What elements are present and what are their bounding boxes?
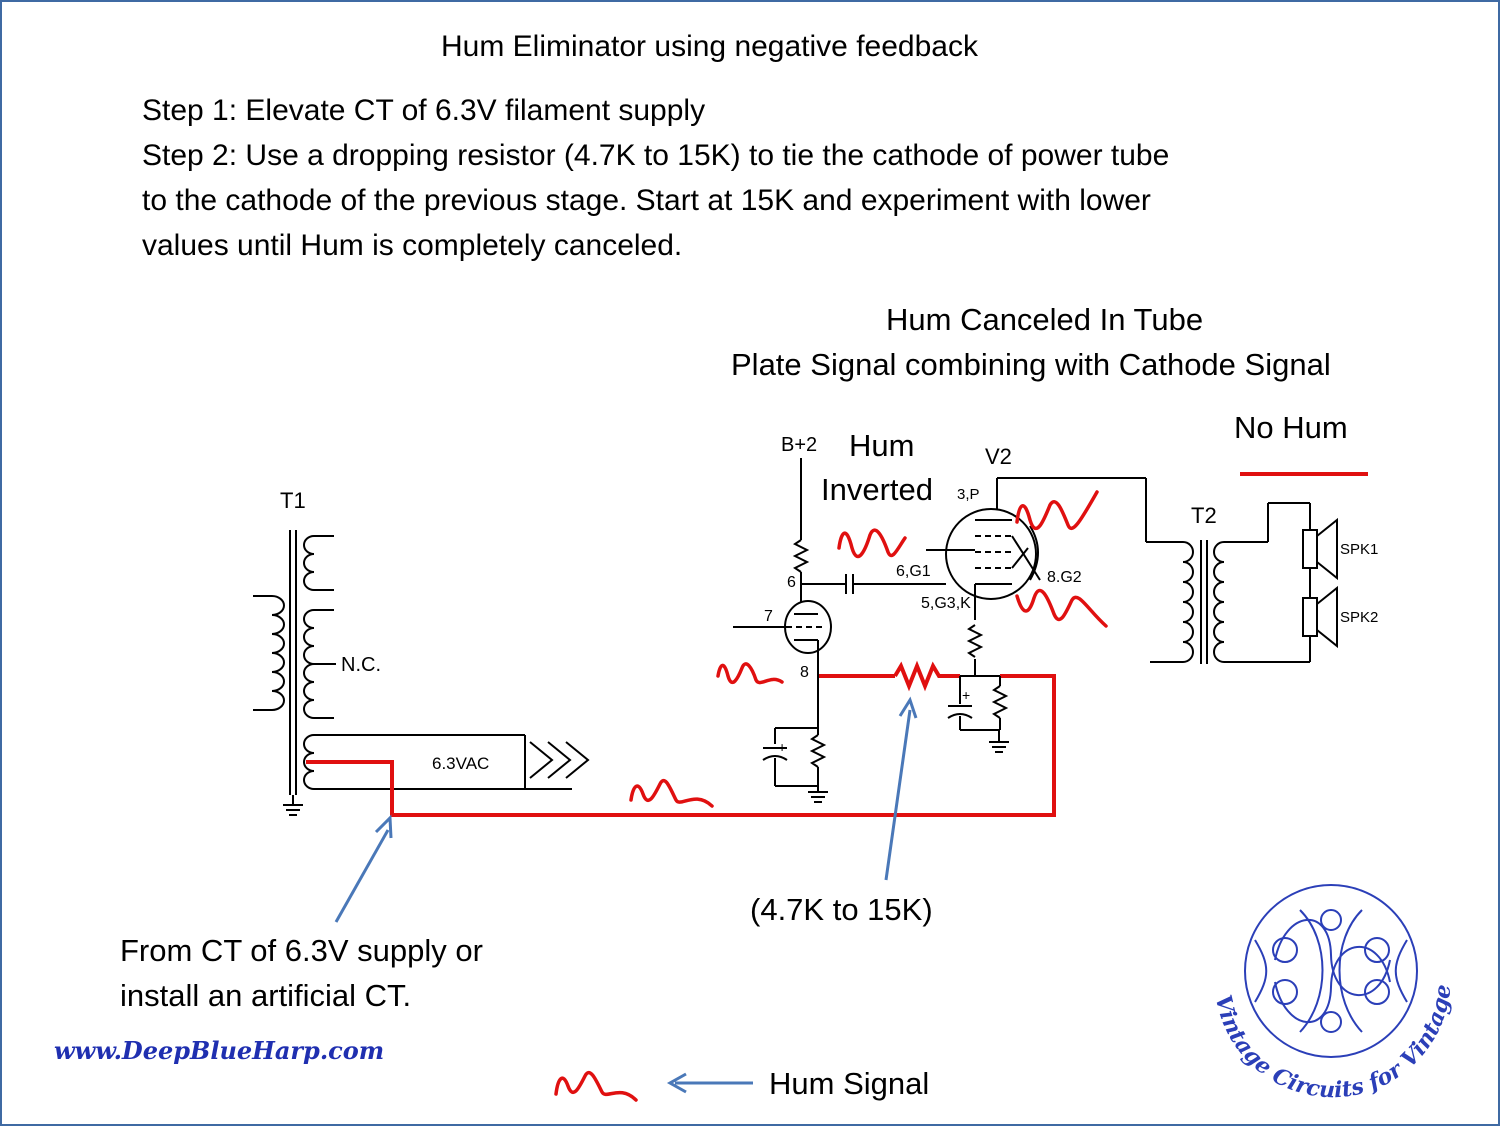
t2-label: T2 bbox=[1191, 503, 1217, 528]
preamp-stage: + bbox=[733, 458, 946, 803]
v2-label: V2 bbox=[985, 444, 1012, 469]
svg-text:+: + bbox=[778, 739, 786, 755]
inverted-label: Inverted bbox=[821, 472, 934, 507]
vac-label: 6.3VAC bbox=[432, 754, 490, 773]
pointer-arrows bbox=[334, 696, 918, 1094]
b-plus-label: B+2 bbox=[781, 434, 818, 456]
pin-8-label: 8 bbox=[800, 664, 809, 681]
transformer-t1 bbox=[253, 530, 336, 816]
pin-6g1-label: 6,G1 bbox=[896, 563, 931, 580]
pin-3p-label: 3,P bbox=[957, 486, 980, 503]
pin-5g3k-label: 5,G3,K bbox=[921, 595, 971, 612]
step-line-2: Step 2: Use a dropping resistor (4.7K to… bbox=[142, 139, 1170, 172]
from-ct-line-1: From CT of 6.3V supply or bbox=[120, 933, 483, 968]
nc-label: N.C. bbox=[341, 654, 381, 676]
step-line-4: values until Hum is completely canceled. bbox=[142, 229, 683, 262]
page-title: Hum Eliminator using negative feedback bbox=[441, 30, 978, 63]
ct-feedback-path bbox=[306, 660, 1056, 817]
svg-text:+: + bbox=[962, 687, 970, 703]
pin-8g2-label: 8.G2 bbox=[1047, 569, 1082, 586]
spk2-label: SPK2 bbox=[1340, 609, 1379, 626]
power-tube-v2: + bbox=[926, 477, 1147, 753]
transformer-t2 bbox=[1146, 502, 1310, 664]
vintage-circuits-logo: Vintage Circuits for Vintage Sound bbox=[0, 0, 1457, 1103]
svg-text:Vintage Circuits for Vintage S: Vintage Circuits for Vintage Sound bbox=[0, 0, 1457, 1103]
speakers bbox=[1302, 503, 1338, 662]
step-line-1: Step 1: Elevate CT of 6.3V filament supp… bbox=[142, 94, 706, 127]
hum-waveforms bbox=[554, 490, 1108, 1102]
canceled-heading-line-1: Hum Canceled In Tube bbox=[886, 302, 1204, 337]
logo-text: Vintage Circuits for Vintage Sound bbox=[0, 0, 1457, 1103]
hum-label: Hum bbox=[849, 428, 915, 463]
from-ct-line-2: install an artificial CT. bbox=[120, 978, 412, 1013]
step-line-3: to the cathode of the previous stage. St… bbox=[142, 184, 1151, 217]
canceled-heading-line-2: Plate Signal combining with Cathode Sign… bbox=[731, 347, 1331, 382]
resistor-range-label: (4.7K to 15K) bbox=[750, 892, 933, 927]
heater-wires bbox=[314, 734, 590, 790]
pin-7-label: 7 bbox=[764, 608, 773, 625]
t1-label: T1 bbox=[280, 488, 306, 513]
pin-6-label: 6 bbox=[787, 574, 796, 591]
spk1-label: SPK1 bbox=[1340, 541, 1379, 558]
website-link[interactable]: www.DeepBlueHarp.com bbox=[54, 1036, 385, 1065]
no-hum-label: No Hum bbox=[1234, 410, 1348, 445]
legend-hum-signal-label: Hum Signal bbox=[769, 1066, 930, 1101]
